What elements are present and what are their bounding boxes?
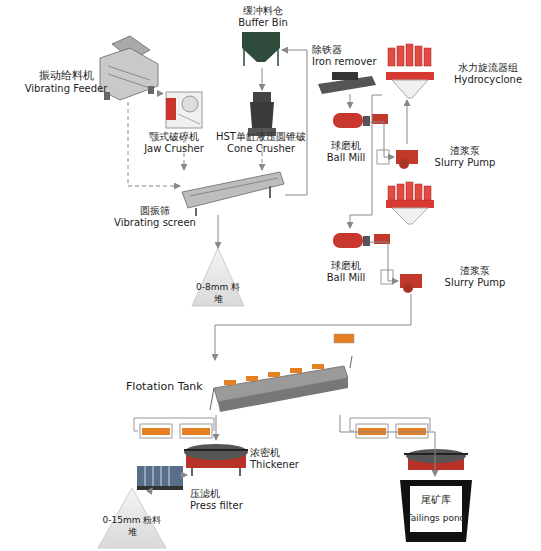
pipe-cell-art (334, 334, 354, 343)
equipment-label: Hydrocyclone (438, 74, 538, 86)
equipment-label: Press filter (190, 500, 270, 512)
equipment-label: Flotation Tank (126, 381, 216, 393)
equipment-label: 圆振筛 (110, 205, 200, 217)
flow-line (215, 294, 411, 360)
equipment-label: 浓密机 (250, 447, 320, 459)
jaw-crusher-art (166, 92, 202, 128)
equipment-label: Thickener (250, 459, 320, 471)
flow-line (407, 100, 408, 144)
flow-line (216, 415, 217, 440)
flow-line (370, 122, 394, 157)
equipment-label: Slurry Pump (436, 277, 514, 289)
equipment-label: Iron remover (312, 56, 392, 68)
equipment-label: 0-8mm 料堆 (194, 281, 242, 305)
equipment-label: HST单缸液压圆锥破 (202, 131, 320, 143)
equipment-node: 振动给料机Vibrating Feeder (98, 42, 160, 102)
equipment-label: Jaw Crusher (136, 143, 212, 155)
equipment-label: 球磨机 (318, 260, 374, 272)
iron-remover-art (318, 72, 376, 94)
equipment-label: 渣浆泵 (436, 265, 514, 277)
screen-art (182, 172, 284, 216)
equipment-label: Tailings pond (400, 512, 472, 524)
equipment-node: 除铁器Iron remover (318, 72, 376, 94)
equipment-node: 缓冲料仓Buffer Bin (240, 32, 282, 68)
flow-line (350, 94, 351, 108)
equipment-node: 0-15mm 粉料堆 (98, 488, 166, 548)
flow-line (282, 50, 307, 195)
tailings-dam-art (400, 480, 472, 542)
equipment-label: Vibrating screen (110, 217, 200, 229)
equipment-label: 球磨机 (318, 140, 374, 152)
equipment-node: Flotation Tank (210, 360, 350, 415)
thickener-art (184, 444, 468, 476)
equipment-label: 0-15mm 粉料堆 (102, 514, 162, 538)
stockpile-art (98, 488, 166, 548)
equipment-label: 除铁器 (312, 44, 392, 56)
equipment-label: Slurry Pump (426, 157, 504, 169)
equipment-label: Buffer Bin (223, 17, 303, 29)
equipment-label: 缓冲料仓 (223, 5, 303, 17)
equipment-label: Ball Mill (318, 272, 374, 284)
equipment-node: 球磨机Ball Mill (330, 228, 370, 256)
equipment-node: HST单缸液压圆锥破Cone Crusher (247, 90, 277, 138)
equipment-node: 浓密机Thickener (180, 440, 252, 478)
flow-line (370, 242, 398, 281)
buffer-bin-art (242, 32, 280, 66)
equipment-node: 尾矿库 Tailings pond (398, 476, 474, 544)
stockpile-art (192, 248, 244, 306)
hydrocyclone-art (386, 44, 434, 224)
equipment-node: 水力旋流器组Hydrocyclone (382, 42, 438, 100)
equipment-label: Cone Crusher (202, 143, 320, 155)
equipment-label: Vibrating Feeder (22, 83, 110, 95)
equipment-node: 压滤机Press filter (135, 458, 187, 492)
equipment-label: Ball Mill (318, 152, 374, 164)
equipment-node: 球磨机Ball Mill (330, 108, 370, 136)
flotation-art (210, 356, 352, 412)
equipment-label: 渣浆泵 (426, 145, 504, 157)
equipment-node: 渣浆泵Slurry Pump (394, 144, 420, 170)
equipment-label: 水力旋流器组 (438, 62, 538, 74)
flow-line (150, 488, 153, 492)
flow-line (262, 68, 263, 90)
flow-line (340, 415, 435, 476)
equipment-node: 0-8mm 料堆 (192, 248, 244, 306)
flow-line (218, 215, 219, 248)
equipment-node: 渣浆泵Slurry Pump (398, 268, 424, 294)
cell-pair-art (134, 418, 430, 438)
equipment-label: 压滤机 (190, 488, 270, 500)
equipment-node: 圆振筛Vibrating screen (180, 170, 285, 215)
equipment-node: 颚式破碎机Jaw Crusher (163, 88, 205, 132)
flow-line (160, 93, 163, 94)
equipment-label: 尾矿库 (406, 494, 466, 506)
press-filter-art (137, 466, 183, 490)
equipment-label: 颚式破碎机 (136, 131, 212, 143)
feeder-art (100, 36, 158, 100)
equipment-label: 振动给料机 (22, 70, 110, 82)
cone-crusher-art (248, 92, 276, 136)
flow-line (180, 475, 187, 476)
